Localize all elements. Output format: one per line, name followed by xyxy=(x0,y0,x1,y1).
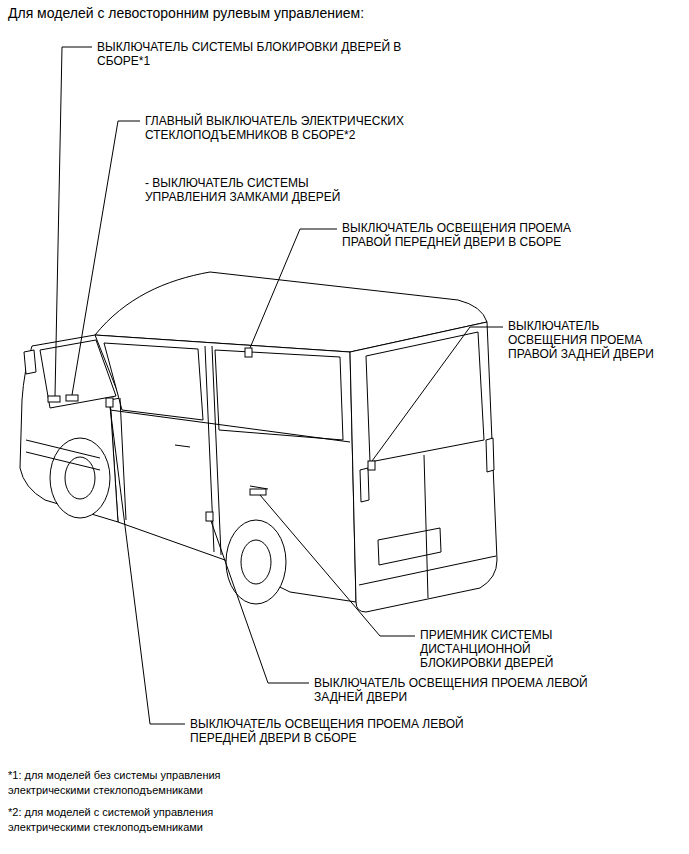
part-label: ВЫКЛЮЧАТЕЛЬ СИСТЕМЫ БЛОКИРОВКИ ДВЕРЕЙ В … xyxy=(97,40,457,68)
part-label: ВЫКЛЮЧАТЕЛЬ ОСВЕЩЕНИЯ ПРОЕМА ЛЕВОЙ ПЕРЕД… xyxy=(190,717,512,745)
footnote: *2: для моделей с системой управления эл… xyxy=(8,805,296,835)
footnote: *1: для моделей без системы управления э… xyxy=(8,768,296,798)
part-label: ВЫКЛЮЧАТЕЛЬ ОСВЕЩЕНИЯ ПРОЕМА ПРАВОЙ ПЕРЕ… xyxy=(342,221,618,249)
part-label: - ВЫКЛЮЧАТЕЛЬ СИСТЕМЫ УПРАВЛЕНИЯ ЗАМКАМИ… xyxy=(145,176,347,204)
part-label: ГЛАВНЫЙ ВЫКЛЮЧАТЕЛЬ ЭЛЕКТРИЧЕСКИХ СТЕКЛО… xyxy=(145,114,453,142)
part-label: ПРИЕМНИК СИСТЕМЫ ДИСТАНЦИОННОЙ БЛОКИРОВК… xyxy=(420,628,586,670)
part-label: ВЫКЛЮЧАТЕЛЬ ОСВЕЩЕНИЯ ПРОЕМА ЛЕВОЙ ЗАДНЕ… xyxy=(314,676,590,704)
diagram-title: Для моделей с левосторонним рулевым упра… xyxy=(8,4,364,22)
part-label: ВЫКЛЮЧАТЕЛЬ ОСВЕЩЕНИЯ ПРОЕМА ПРАВОЙ ЗАДН… xyxy=(508,319,680,361)
